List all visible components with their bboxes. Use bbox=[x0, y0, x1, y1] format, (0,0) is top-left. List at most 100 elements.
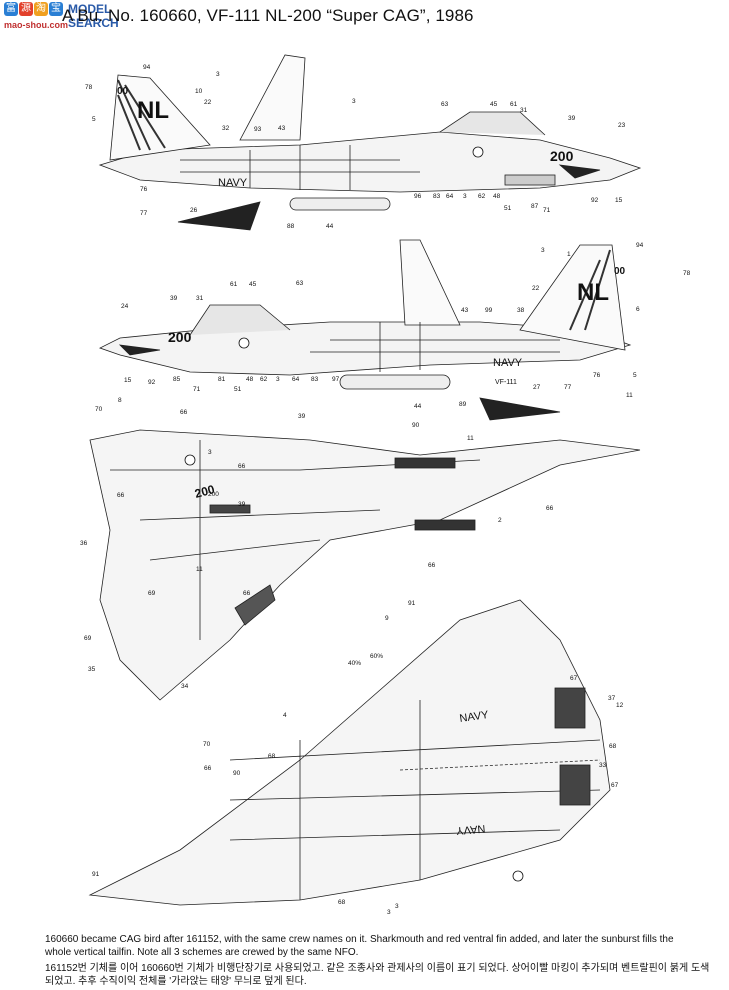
callout-label: 39 bbox=[298, 413, 306, 420]
callout-label: 44 bbox=[414, 403, 422, 410]
ventral-fin-dark bbox=[554, 687, 586, 729]
callout-label: 70 bbox=[203, 741, 211, 748]
bottom-view bbox=[88, 599, 611, 906]
callout-label: 31 bbox=[520, 107, 528, 114]
callout-label: 93 bbox=[254, 126, 262, 133]
ventral-fin-dark bbox=[559, 764, 591, 806]
callout-label: 63 bbox=[296, 280, 304, 287]
callout-label: 90 bbox=[233, 770, 241, 777]
watermark-char: 富 bbox=[4, 2, 18, 16]
callout-label: 99 bbox=[485, 307, 493, 314]
callout-label: 39 bbox=[568, 115, 576, 122]
callout-label: 78 bbox=[85, 84, 93, 91]
callout-label: 3 bbox=[276, 376, 280, 383]
top-view bbox=[89, 429, 641, 701]
callout-label: 23 bbox=[618, 122, 626, 129]
callout-label: 2 bbox=[498, 517, 502, 524]
callout-label: 5 bbox=[92, 116, 96, 123]
callout-label: 33 bbox=[599, 762, 607, 769]
callout-label: 96 bbox=[414, 193, 422, 200]
callout-label: 92 bbox=[148, 379, 156, 386]
callout-label: 92 bbox=[591, 197, 599, 204]
callout-label: 32 bbox=[222, 125, 230, 132]
callout-label: 39 bbox=[170, 295, 178, 302]
callout-label: 35 bbox=[88, 666, 96, 673]
callout-label: 68 bbox=[609, 743, 617, 750]
callout-label: 27 bbox=[533, 384, 541, 391]
callout-label: 3 bbox=[395, 903, 399, 910]
bottom-view-markings: NAVY NAVY bbox=[455, 709, 524, 882]
tail-code: NL bbox=[577, 279, 609, 306]
callout-label: 66 bbox=[243, 590, 251, 597]
callout-label: 36 bbox=[80, 540, 88, 547]
callout-label: 77 bbox=[564, 384, 572, 391]
wing-glove-panel bbox=[414, 519, 476, 531]
side-view-right bbox=[98, 239, 632, 421]
watermark: 富 源 淘 宝 MODEL SEARCH mao-shou.com bbox=[4, 2, 154, 36]
callout-label: 76 bbox=[593, 372, 601, 379]
nose-modex: 200 bbox=[193, 482, 216, 501]
callout-label: 64 bbox=[292, 376, 300, 383]
callout-label: 200 bbox=[208, 491, 219, 498]
watermark-url: mao-shou.com bbox=[4, 20, 69, 30]
side-view-left-markings: NL 00 200 NAVY VF-111 bbox=[117, 86, 574, 206]
callout-label: 6 bbox=[636, 306, 640, 313]
caption-korean: 161152번 기체를 이어 160660번 기체가 비행단장기로 사용되었고.… bbox=[45, 963, 710, 987]
callout-label: 8 bbox=[118, 397, 122, 404]
page-title: A Bu. No. 160660, VF-111 NL-200 “Super C… bbox=[62, 6, 474, 25]
navy-marking: NAVY bbox=[493, 357, 523, 369]
stab-panel bbox=[209, 504, 251, 514]
callout-label: 31 bbox=[196, 295, 204, 302]
callout-label: 51 bbox=[234, 386, 242, 393]
callout-label: 9 bbox=[385, 615, 389, 622]
callout-label: 90 bbox=[412, 422, 420, 429]
national-insignia bbox=[512, 870, 524, 882]
callout-label: 66 bbox=[204, 765, 212, 772]
callout-label: 3 bbox=[208, 449, 212, 456]
watermark-logo: 富 源 淘 宝 bbox=[4, 2, 63, 16]
callout-label: 3 bbox=[541, 247, 545, 254]
watermark-char: 淘 bbox=[34, 2, 48, 16]
callout-label: 22 bbox=[532, 285, 540, 292]
callout-label: 68 bbox=[338, 899, 346, 906]
national-insignia bbox=[238, 337, 250, 349]
callout-label: 61 bbox=[510, 101, 518, 108]
callout-label: 1 bbox=[567, 251, 571, 258]
callout-label: 85 bbox=[173, 376, 181, 383]
national-insignia bbox=[472, 146, 484, 158]
aircraft-drawings: NL 00 200 NAVY VF-111 NL 00 200 NAVY VF-… bbox=[80, 54, 691, 916]
callout-label: 38 bbox=[517, 307, 525, 314]
callout-label: 62 bbox=[260, 376, 268, 383]
callout-label: 88 bbox=[287, 223, 295, 230]
nose-modex: 200 bbox=[168, 329, 192, 345]
callout-label: 3 bbox=[216, 71, 220, 78]
callout-label: 77 bbox=[140, 210, 148, 217]
callout-label: 44 bbox=[326, 223, 334, 230]
callout-label: 66 bbox=[428, 562, 436, 569]
callout-label: 60% bbox=[370, 653, 383, 660]
callout-label: 5 bbox=[633, 372, 637, 379]
squadron-marking: VF-111 bbox=[222, 199, 244, 206]
callout-label: 3 bbox=[463, 193, 467, 200]
national-insignia bbox=[184, 454, 196, 466]
callout-label: 83 bbox=[433, 193, 441, 200]
navy-marking: NAVY bbox=[455, 822, 486, 837]
side-view-left bbox=[98, 54, 642, 231]
callout-label: 97 bbox=[332, 376, 340, 383]
callout-label: 11 bbox=[467, 435, 474, 442]
callout-label: 87 bbox=[531, 203, 539, 210]
callout-label: 67 bbox=[611, 782, 619, 789]
callout-label: 61 bbox=[230, 281, 238, 288]
callout-label: 71 bbox=[193, 386, 201, 393]
tail-modex: 00 bbox=[117, 86, 129, 97]
navy-marking: NAVY bbox=[218, 177, 248, 189]
callout-label: 3 bbox=[352, 98, 356, 105]
callout-label: 64 bbox=[446, 193, 454, 200]
callout-label: 37 bbox=[608, 695, 616, 702]
callout-label: 34 bbox=[181, 683, 189, 690]
callout-label: 66 bbox=[117, 492, 125, 499]
callout-label: 67 bbox=[570, 675, 578, 682]
tail-modex: 00 bbox=[614, 266, 626, 277]
callout-label: 91 bbox=[408, 600, 416, 607]
callout-label: 51 bbox=[504, 205, 512, 212]
